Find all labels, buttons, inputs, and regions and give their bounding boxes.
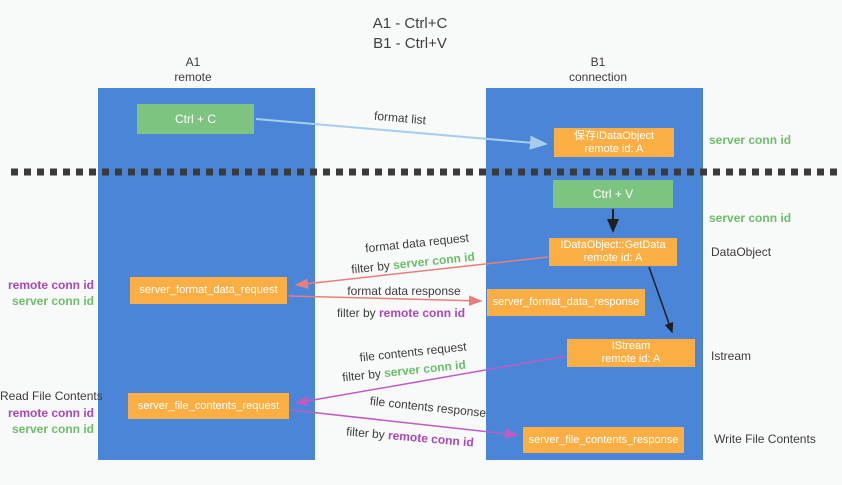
remote-conn-id-text: remote conn id — [379, 306, 466, 320]
getdata-line1: IDataObject::GetData — [560, 239, 666, 251]
right-write-file-contents-label: Write File Contents — [714, 432, 816, 446]
format-data-request-arrow — [294, 256, 549, 289]
left-server-conn-id-2: server conn id — [11, 422, 94, 436]
save-dataobject-line1: 保存IDataObject — [573, 129, 655, 142]
lane-header-a1: A1 remote — [113, 55, 273, 85]
getdata-line2: remote id: A — [583, 252, 643, 264]
server-format-data-response-label: server_format_data_response — [492, 296, 640, 308]
lane-a1-role: remote — [174, 70, 212, 84]
right-istream-label: Istream — [711, 349, 752, 363]
lane-b1-role: connection — [568, 70, 628, 84]
left-server-conn-id-1: server conn id — [11, 294, 94, 308]
getdata-box: IDataObject::GetData remote id: A — [549, 238, 677, 266]
lane-header-b1: B1 connection — [518, 55, 678, 85]
lane-a1-name: A1 — [185, 55, 201, 69]
lane-b1-name: B1 — [590, 55, 606, 69]
ctrl-v-box: Ctrl + V — [553, 180, 673, 208]
ctrl-c-label: Ctrl + C — [174, 112, 216, 126]
save-dataobject-box: 保存IDataObject remote id: A — [554, 128, 674, 157]
filter-by-text: filter by — [336, 306, 376, 320]
right-dataobject-label: DataObject — [711, 245, 772, 259]
server-file-contents-response-label: server_file_contents_response — [528, 433, 679, 446]
right-server-conn-id-mid: server conn id — [709, 211, 792, 225]
istream-line1: IStream — [611, 340, 651, 352]
server-file-contents-response-box: server_file_contents_response — [523, 427, 684, 453]
save-dataobject-line2: remote id: A — [584, 142, 644, 155]
file-contents-request-arrow — [294, 355, 567, 407]
server-file-contents-request-box: server_file_contents_request — [128, 393, 289, 419]
format-data-response-arrow — [288, 295, 483, 306]
right-server-conn-id-top: server conn id — [709, 133, 792, 147]
server-format-data-request-box: server_format_data_request — [130, 277, 287, 304]
istream-box: IStream remote id: A — [567, 339, 695, 367]
file-contents-response-arrow — [290, 409, 519, 439]
server-file-contents-request-label: server_file_contents_request — [137, 399, 280, 412]
left-remote-conn-id-1: remote conn id — [7, 278, 94, 292]
left-remote-conn-id-2: remote conn id — [7, 406, 94, 420]
server-format-data-request-label: server_format_data_request — [139, 284, 278, 296]
left-read-file-contents-label: Read File Contents — [0, 389, 103, 403]
getdata-to-istream-arrow — [648, 266, 674, 334]
format-data-response-label: format data response — [347, 284, 461, 298]
diagram-title: A1 - Ctrl+C B1 - Ctrl+V — [290, 14, 530, 54]
server-format-data-response-box: server_format_data_response — [487, 289, 645, 316]
ctrl-v-label: Ctrl + V — [592, 187, 634, 201]
istream-line2: remote id: A — [601, 353, 661, 365]
title-line-b1: B1 - Ctrl+V — [373, 35, 447, 52]
format-list-arrow — [255, 118, 548, 150]
title-line-a1: A1 - Ctrl+C — [372, 15, 448, 32]
filter-by-remote-conn-id-label-1: filter by remote conn id — [337, 306, 465, 320]
ctrl-c-box: Ctrl + C — [137, 104, 254, 134]
